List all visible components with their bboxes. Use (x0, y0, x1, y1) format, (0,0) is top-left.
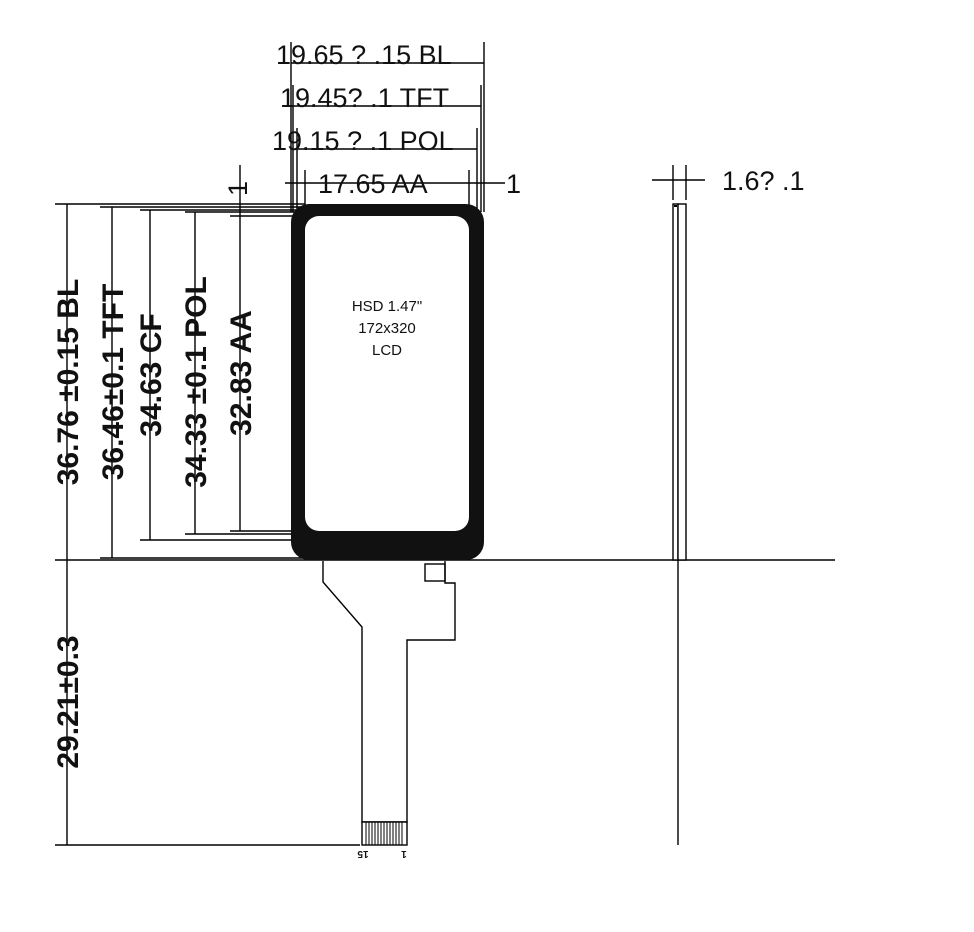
dim-width-aa: 17.65 AA (318, 169, 428, 199)
dim-fpc-length: 29.21±0.3 (52, 635, 85, 768)
fpc-gold-fingers (365, 822, 403, 845)
dim-height-bl: 36.76 ±0.15 BL (52, 279, 85, 486)
fpc-pin-last: 1 (401, 848, 407, 859)
fpc-pin-first: 15 (357, 848, 369, 859)
dim-thickness: 1.6? .1 (722, 166, 805, 196)
dim-width-tft: 19.45? .1 TFT (280, 83, 449, 113)
dim-height-aa: 32.83 AA (225, 310, 258, 436)
dim-aa-offset-right: 1 (506, 169, 521, 199)
lcd-panel (291, 204, 484, 560)
dim-height-pol: 34.33 ±0.1 POL (180, 276, 213, 488)
panel-label-type: LCD (372, 342, 402, 359)
dim-aa-offset-left: 1 (223, 181, 253, 196)
panel-label-model: HSD 1.47" (352, 298, 422, 315)
side-dimension-lines (55, 165, 835, 846)
panel-label-resolution: 172x320 (358, 320, 416, 337)
fpc-tail (322, 561, 456, 846)
side-view (652, 165, 705, 845)
top-dimension-lines (285, 42, 505, 212)
dim-width-bl: 19.65 ? .15 BL (276, 40, 452, 70)
dim-height-cf: 34.63 CF (135, 313, 168, 436)
dim-height-tft: 36.46±0.1 TFT (97, 284, 130, 481)
dim-width-pol: 19.15 ? .1 POL (272, 126, 454, 156)
